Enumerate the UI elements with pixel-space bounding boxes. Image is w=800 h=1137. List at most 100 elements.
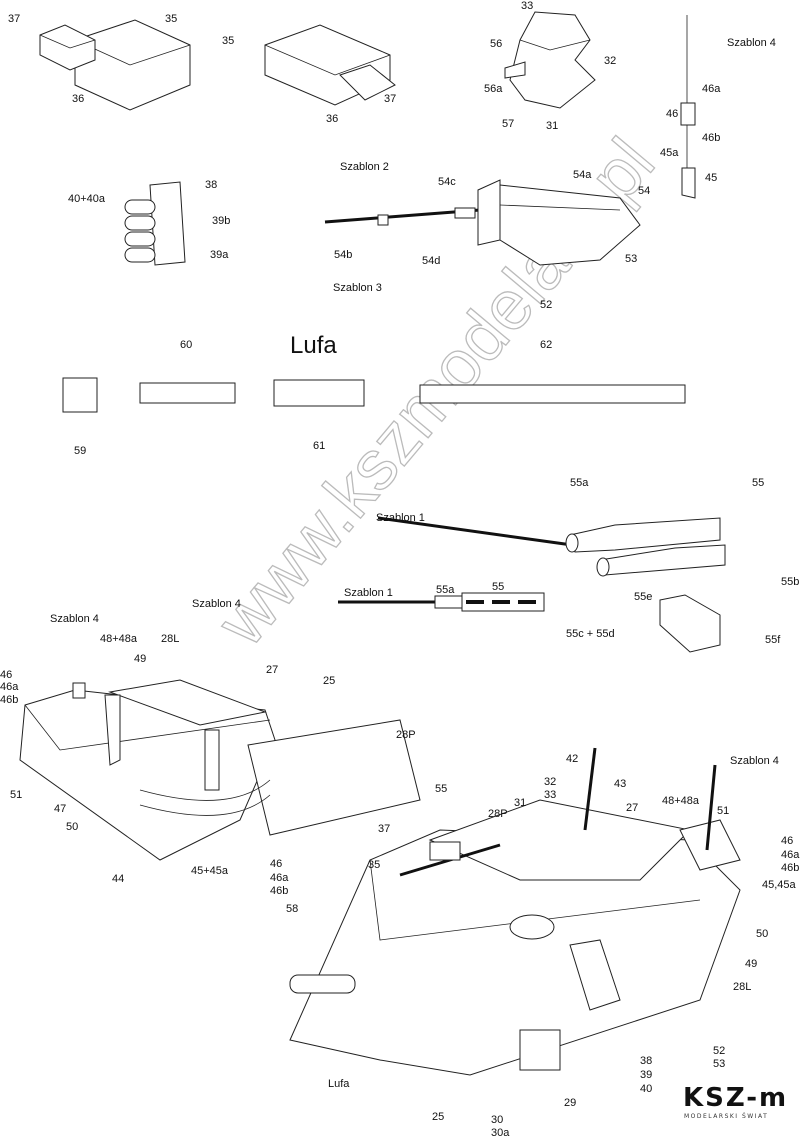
part-label: 54a [573, 169, 592, 181]
part-label: 46 [781, 835, 793, 847]
part-label: 47 [54, 803, 66, 815]
part-label: 27 [626, 802, 638, 814]
part-label: 50 [756, 928, 768, 940]
part-label: 54b [334, 249, 352, 261]
part-label: 37 [8, 13, 20, 25]
part-label: 28L [161, 633, 179, 645]
part-label: Szablon 4 [727, 37, 776, 49]
part-label: 52 [713, 1045, 725, 1057]
part-label: 55c + 55d [566, 628, 615, 640]
part-label: 31 [546, 120, 558, 132]
part-label: 46a [0, 681, 19, 693]
part-label: 55 [752, 477, 764, 489]
part-label: 54c [438, 176, 456, 188]
part-label: 52 [540, 299, 552, 311]
part-label: 27 [266, 664, 278, 676]
part-label: 35 [222, 35, 234, 47]
part-label: 51 [717, 805, 729, 817]
part-label: 46a [781, 849, 800, 861]
part-label: 60 [180, 339, 192, 351]
part-35-36-37-a [39, 19, 191, 111]
part-label: 40+40a [68, 193, 106, 205]
part-label: 46b [0, 694, 18, 706]
part-label: 28P [396, 729, 416, 741]
part-label: 37 [378, 823, 390, 835]
part-label: 46 [666, 108, 678, 120]
part-label: 39 [640, 1069, 652, 1081]
part-label: 55a [570, 477, 589, 489]
part-label: 54d [422, 255, 440, 267]
part-label: 44 [112, 873, 124, 885]
part-label: 50 [66, 821, 78, 833]
part-label: 48+48a [100, 633, 138, 645]
part-label: 35 [165, 13, 177, 25]
part-label: 28P [488, 808, 508, 820]
part-label: 55a [436, 584, 455, 596]
part-55 [338, 516, 726, 653]
part-label: 55 [435, 783, 447, 795]
part-label: 39a [210, 249, 229, 261]
part-label: 58 [286, 903, 298, 915]
part-label: 36 [326, 113, 338, 125]
part-label: 29 [564, 1097, 576, 1109]
part-label: 28L [733, 981, 751, 993]
part-label: 45,45a [762, 879, 797, 891]
part-label: 46a [270, 872, 289, 884]
part-label: 55 [492, 581, 504, 593]
part-label: 35 [368, 859, 380, 871]
part-label: 53 [713, 1058, 725, 1070]
part-label: 46b [781, 862, 799, 874]
part-label: 51 [10, 789, 22, 801]
part-label: 45+45a [191, 865, 229, 877]
part-label: 30 [491, 1114, 503, 1126]
part-label: 55b [781, 576, 799, 588]
part-label: 40 [640, 1083, 652, 1095]
part-label: 45a [660, 147, 679, 159]
part-label: 59 [74, 445, 86, 457]
turret-assembly [289, 747, 741, 1076]
part-label: 38 [640, 1055, 652, 1067]
logo-main: KSZ-m [683, 1083, 788, 1113]
part-label: 46b [270, 885, 288, 897]
part-label: 46 [0, 669, 12, 681]
part-label: 56 [490, 38, 502, 50]
part-label: 46b [702, 132, 720, 144]
part-45-46 [680, 15, 696, 199]
part-label: 32 [544, 776, 556, 788]
part-label: 49 [745, 958, 757, 970]
part-label: 25 [432, 1111, 444, 1123]
part-label: Szablon 2 [340, 161, 389, 173]
part-label: 37 [384, 93, 396, 105]
part-label: 53 [625, 253, 637, 265]
part-label: 46a [702, 83, 721, 95]
part-label: 43 [614, 778, 626, 790]
part-label: 55f [765, 634, 781, 646]
part-label: 32 [604, 55, 616, 67]
part-label: 38 [205, 179, 217, 191]
part-label: 49 [134, 653, 146, 665]
lufa-parts [62, 377, 686, 413]
ksz-m-logo: KSZ-m MODELARSKI ŚWIAT [683, 1083, 788, 1120]
part-label: Szablon 4 [730, 755, 779, 767]
part-label: Szablon 4 [50, 613, 99, 625]
part-label: Lufa [328, 1078, 350, 1090]
part-label: Szablon 1 [344, 587, 393, 599]
part-label: 33 [521, 0, 533, 12]
part-label: Szablon 1 [376, 512, 425, 524]
section-title: Lufa [290, 332, 337, 359]
part-label: 45 [705, 172, 717, 184]
part-label: 31 [514, 797, 526, 809]
part-label: 55e [634, 591, 652, 603]
part-label: Szablon 4 [192, 598, 241, 610]
logo-sub: MODELARSKI ŚWIAT [684, 1113, 768, 1120]
part-38-40 [124, 181, 186, 266]
part-35-36-37-b [264, 24, 396, 106]
part-label: 54 [638, 185, 650, 197]
part-label: 48+48a [662, 795, 700, 807]
part-label: 25 [323, 675, 335, 687]
part-label: 57 [502, 118, 514, 130]
part-label: Szablon 3 [333, 282, 382, 294]
